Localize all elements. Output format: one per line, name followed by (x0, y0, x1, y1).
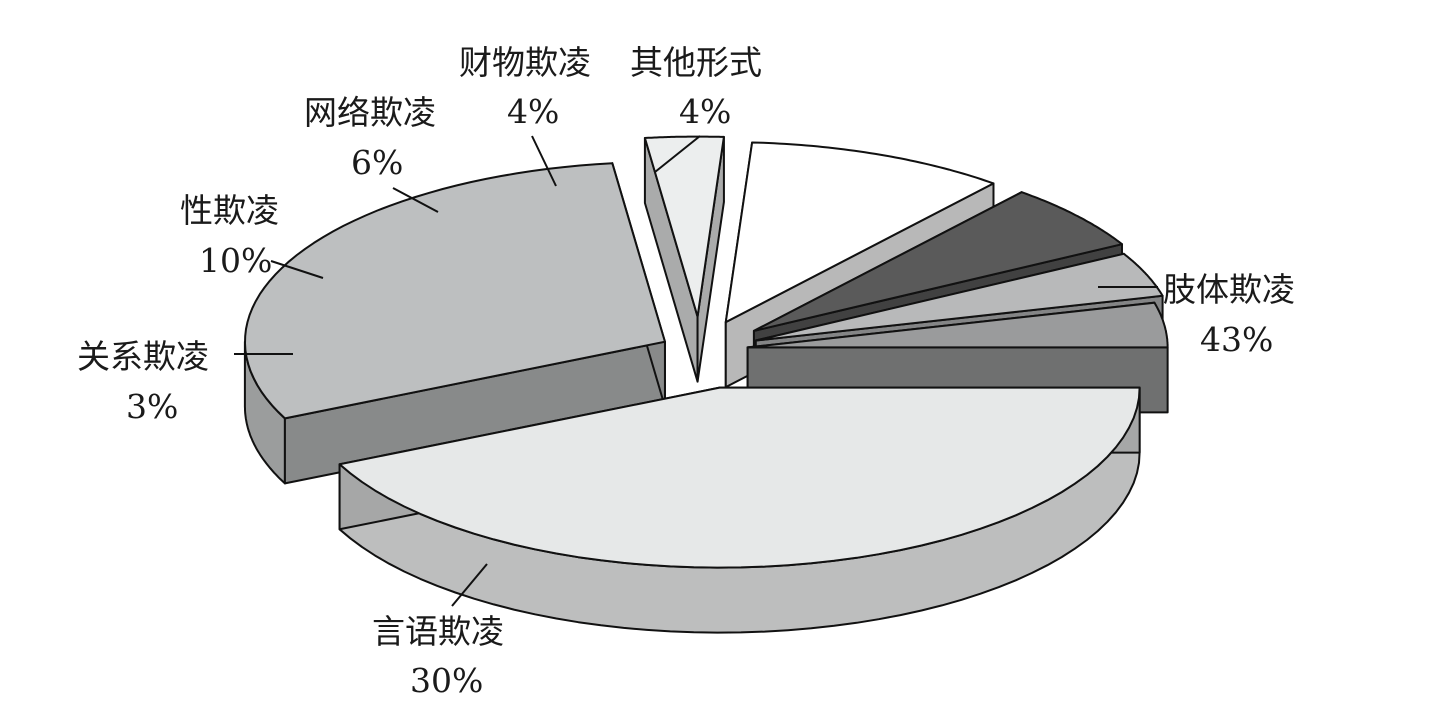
slice-value-cyber: 6% (351, 143, 403, 182)
slice-value-relational: 3% (126, 387, 178, 426)
leader-line-verbal (451, 563, 488, 607)
slice-value-sexual: 10% (199, 241, 272, 280)
slice-top-sexual (724, 141, 995, 324)
slices-layer (243, 135, 1169, 634)
slice-relational (643, 135, 725, 383)
slice-name-other: 其他形式 (630, 43, 762, 82)
leader-line-sexual (270, 260, 324, 279)
slice-top-cyber (752, 191, 1123, 332)
slice-physical (338, 386, 1141, 634)
slice-name-verbal: 言语欺凌 (372, 612, 504, 651)
leaders-layer (234, 135, 1158, 607)
leader-line-cyber (392, 187, 439, 213)
slice-other (746, 301, 1169, 414)
slice-top-physical (338, 386, 1141, 569)
slice-value-verbal: 30% (410, 661, 483, 700)
slice-value-physical: 43% (1200, 320, 1273, 359)
slice-top-relational (643, 135, 725, 318)
slice-value-property: 4% (507, 92, 559, 131)
slice-top-property (754, 252, 1164, 342)
leader-line-other (654, 135, 701, 173)
slice-top-verbal (244, 162, 666, 420)
slice-verbal (243, 162, 666, 485)
slice-name-physical: 肢体欺凌 (1163, 270, 1295, 309)
slice-top-other (746, 301, 1169, 349)
slice-name-cyber: 网络欺凌 (304, 93, 436, 132)
slice-name-relational: 关系欺凌 (77, 337, 209, 376)
slice-value-other: 4% (679, 92, 731, 131)
slice-name-property: 财物欺凌 (459, 43, 591, 82)
slice-name-sexual: 性欺凌 (180, 191, 279, 230)
labels-layer: 肢体欺凌 43% 言语欺凌 30% 关系欺凌 3% 性欺凌 10% 网络欺凌 6… (77, 43, 1295, 700)
leader-line-property (531, 135, 557, 187)
